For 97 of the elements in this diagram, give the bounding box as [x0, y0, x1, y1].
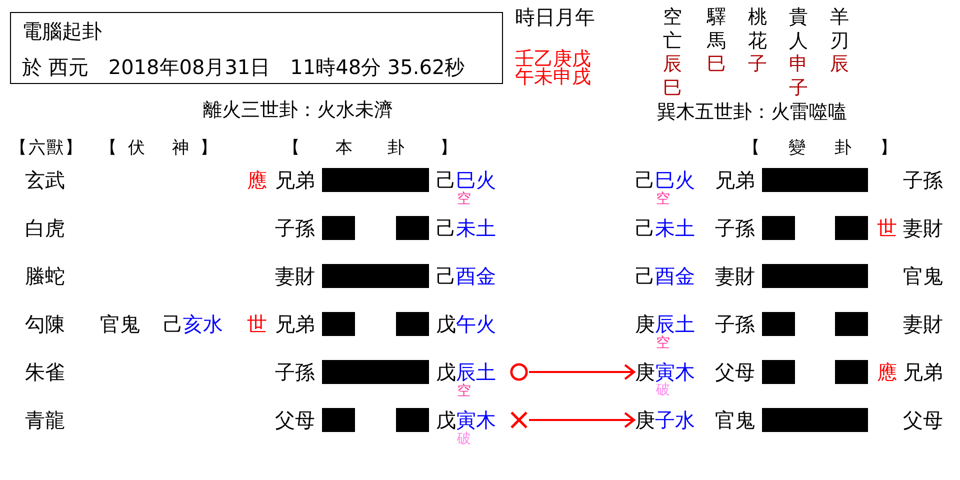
- stem-label: 戊: [436, 408, 456, 432]
- stem-label: 己: [436, 264, 456, 288]
- branch-element-label: 辰土: [456, 360, 496, 384]
- heading-text: 電腦起卦: [22, 19, 102, 43]
- relative-label: 子孫: [275, 360, 315, 384]
- broken-hexagram-line-half: [835, 360, 868, 384]
- branch-element-label: 未土: [456, 216, 496, 240]
- stem-label: 庚: [635, 360, 655, 384]
- broken-hexagram-line-half: [835, 312, 868, 336]
- relative-label: 妻財: [715, 264, 755, 288]
- hexagram-name: 離火三世卦：火水未濟: [203, 98, 393, 122]
- void-mark: 空: [656, 335, 670, 351]
- branch-element-label: 巳火: [655, 168, 695, 192]
- shensha-value: 辰: [830, 52, 850, 76]
- stem-label: 己: [635, 264, 655, 288]
- broken-hexagram-line-half: [322, 216, 355, 240]
- relative-label: 兄弟: [903, 360, 943, 384]
- broken-hexagram-line-half: [396, 312, 429, 336]
- relative-label: 妻財: [903, 216, 943, 240]
- void-mark: 空: [457, 383, 471, 399]
- relative-label: 兄弟: [715, 168, 755, 192]
- date-text: 於 西元 2018年08月31日 11時48分 35.62秒: [22, 55, 465, 79]
- broken-mark: 破: [656, 382, 670, 398]
- stem-label: 己: [436, 168, 456, 192]
- spirit-label: 朱雀: [25, 360, 65, 384]
- shensha-value: 子: [748, 52, 768, 76]
- stem-label: 戊: [436, 360, 456, 384]
- arrow: [529, 412, 636, 428]
- void-mark: 空: [656, 191, 670, 207]
- relative-label: 官鬼: [715, 408, 755, 432]
- circle-icon: [510, 363, 528, 381]
- relative-label: 子孫: [715, 216, 755, 240]
- stem-label: 己: [436, 216, 456, 240]
- stem-label: 己: [635, 168, 655, 192]
- broken-hexagram-line-half: [396, 408, 429, 432]
- header-panel: [10, 12, 503, 84]
- relative-label: 父母: [715, 360, 755, 384]
- relative-label: 子孫: [275, 216, 315, 240]
- relative-label: 妻財: [903, 312, 943, 336]
- branch-element-label: 午火: [456, 312, 496, 336]
- branch-element-label: 亥水: [183, 312, 223, 336]
- void-mark: 空: [457, 191, 471, 207]
- relative-label: 兄弟: [275, 168, 315, 192]
- spirit-label: 勾陳: [25, 312, 65, 336]
- stem-label: 己: [635, 216, 655, 240]
- stem-label: 戊: [436, 312, 456, 336]
- broken-hexagram-line-half: [322, 408, 355, 432]
- broken-mark: 破: [457, 431, 471, 447]
- relative-label: 妻財: [275, 264, 315, 288]
- relative-label: 子孫: [903, 168, 943, 192]
- shensha-value: 巳: [707, 52, 727, 76]
- cross-icon: [510, 411, 528, 429]
- branch-element-label: 寅木: [456, 408, 496, 432]
- shensha-value: 辰巳: [663, 52, 683, 100]
- column-heading: 【伏 神】: [100, 137, 217, 159]
- spirit-label: 白虎: [25, 216, 65, 240]
- relative-label: 父母: [275, 408, 315, 432]
- branch-element-label: 酉金: [655, 264, 695, 288]
- stem-label: 庚: [635, 312, 655, 336]
- shensha-value: 申子: [789, 52, 809, 100]
- spirit-label: 青龍: [25, 408, 65, 432]
- shensha-heading: 羊刃: [830, 5, 850, 53]
- branch-element-label: 辰土: [655, 312, 695, 336]
- relative-label: 子孫: [715, 312, 755, 336]
- broken-hexagram-line-half: [396, 216, 429, 240]
- shensha-heading: 空亡: [663, 5, 683, 53]
- arrow: [529, 364, 636, 380]
- pillar-heading: 時日月年: [515, 5, 595, 29]
- world-mark: 世: [877, 216, 897, 240]
- shensha-heading: 驛馬: [707, 5, 727, 53]
- column-heading: 【 變 卦 】: [743, 137, 897, 159]
- world-mark: 世: [247, 312, 267, 336]
- broken-hexagram-line-half: [762, 216, 795, 240]
- broken-hexagram-line-half: [322, 312, 355, 336]
- stem-label: 己: [163, 312, 183, 336]
- broken-hexagram-line-half: [835, 216, 868, 240]
- response-mark: 應: [247, 168, 267, 192]
- spirit-label: 螣蛇: [25, 264, 65, 288]
- broken-hexagram-line-half: [762, 360, 795, 384]
- response-mark: 應: [877, 360, 897, 384]
- branch-element-label: 子水: [655, 408, 695, 432]
- branch-element-label: 未土: [655, 216, 695, 240]
- shensha-heading: 桃花: [748, 5, 768, 53]
- shensha-heading: 貴人: [789, 5, 809, 53]
- relative-label: 官鬼: [903, 264, 943, 288]
- branch-element-label: 酉金: [456, 264, 496, 288]
- hexagram-name: 巽木五世卦：火雷噬嗑: [657, 100, 847, 124]
- branch-element-label: 寅木: [655, 360, 695, 384]
- spirit-label: 玄武: [25, 168, 65, 192]
- broken-hexagram-line-half: [762, 312, 795, 336]
- column-heading: 【六獸】: [10, 137, 82, 159]
- stem-label: 庚: [635, 408, 655, 432]
- hidden-relative-label: 官鬼: [100, 312, 140, 336]
- column-heading: 【 本 卦 】: [283, 137, 457, 159]
- relative-label: 兄弟: [275, 312, 315, 336]
- relative-label: 父母: [903, 408, 943, 432]
- branch-element-label: 巳火: [456, 168, 496, 192]
